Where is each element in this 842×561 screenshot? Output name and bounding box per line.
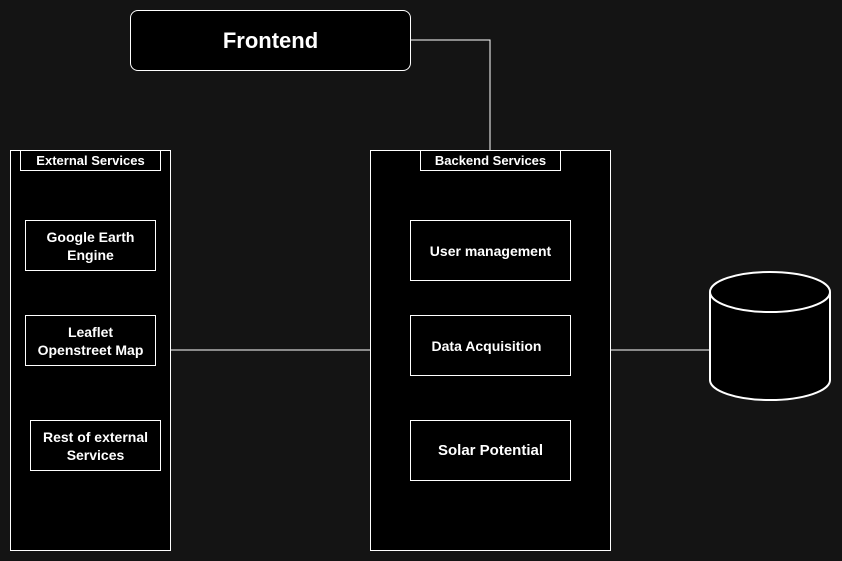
rest-of-external-services-box: Rest of external Services [30,420,161,471]
frontend-backend-connector [411,39,491,150]
backend-services-header: Backend Services [420,150,561,171]
data-acquisition-box: Data Acquisition [410,315,571,376]
data-acquisition-label: Data Acquisition [431,337,542,354]
google-earth-engine-label: Google Earth Engine [46,228,135,263]
google-earth-engine-box: Google Earth Engine [25,220,156,271]
frontend-label: Frontend [222,27,319,53]
leaflet-openstreet-map-box: Leaflet Openstreet Map [25,315,156,366]
solar-potential-box: Solar Potential [410,420,571,481]
rest-of-external-services-label: Rest of external Services [42,428,149,463]
frontend-box: Frontend [130,10,411,71]
backend-services-title: Backend Services [434,153,547,168]
user-management-label: User management [429,242,552,259]
leaflet-openstreet-map-label: Leaflet Openstreet Map [37,323,144,358]
solar-potential-label: Solar Potential [437,441,544,459]
user-management-box: User management [410,220,571,281]
database-icon [709,271,831,401]
external-services-header: External Services [20,150,161,171]
external-services-title: External Services [36,153,145,168]
